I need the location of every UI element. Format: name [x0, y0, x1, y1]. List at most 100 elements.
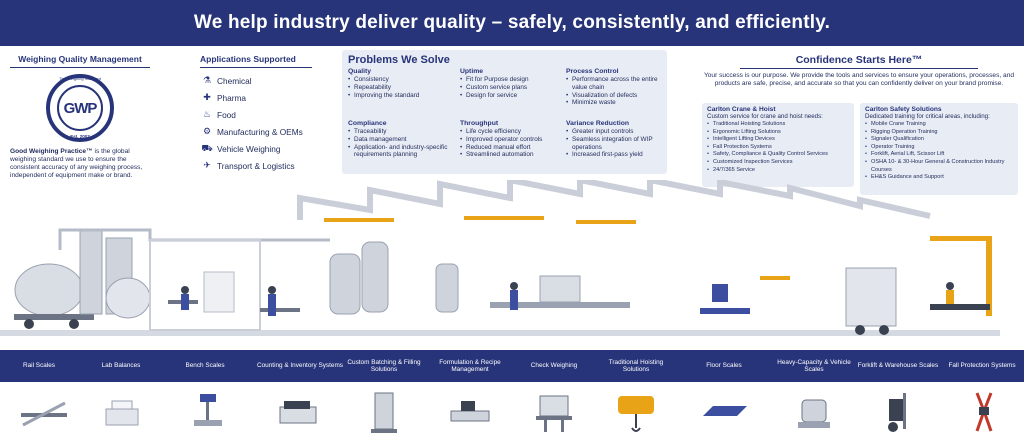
storage-silos	[79, 229, 151, 319]
card-item: Traditional Hoisting Solutions	[707, 121, 849, 129]
harness-image	[952, 386, 1016, 438]
app-label: Manufacturing & OEMs	[217, 126, 303, 137]
group-item: Repeatability	[348, 84, 456, 92]
card-item: EH&S Guidance and Support	[865, 174, 1013, 182]
seal-arc-text: The Weighing Standard	[59, 76, 101, 81]
app-item-manufacturing: ⚙Manufacturing & OEMs	[200, 123, 312, 140]
app-item-food: ♨Food	[200, 106, 312, 123]
card-item: 24/7/365 Service	[707, 167, 849, 175]
hoist-image	[604, 386, 668, 438]
station-heavy-capacity: Heavy-Capacity & Vehicle Scales	[777, 358, 851, 373]
group-item: Greater input controls	[566, 128, 666, 136]
station-bench-scales: Bench Scales	[185, 362, 225, 370]
card-item: Forklift, Aerial Lift, Scissor Lift	[865, 151, 1013, 159]
group-item: Fit for Purpose design	[460, 76, 568, 84]
plane-icon: ✈	[203, 160, 211, 170]
app-label: Pharma	[217, 92, 247, 103]
station-formulation-recipe: Formulation & Recipe Management	[439, 358, 501, 373]
problem-group-process-control: Process Control Performance across the e…	[566, 68, 666, 107]
station-counting-inventory: Counting & Inventory Systems	[257, 362, 343, 370]
card-item: Operator Training	[865, 144, 1013, 152]
group-item: Data management	[348, 136, 456, 144]
problem-group-variance: Variance Reduction Greater input control…	[566, 120, 666, 159]
counting-scale-image	[266, 386, 330, 438]
lab-area	[149, 239, 261, 331]
card-item: Rigging Operation Training	[865, 129, 1013, 137]
checkweigher-image	[522, 386, 586, 438]
group-item: Life cycle efficiency	[460, 128, 568, 136]
app-label: Chemical	[217, 75, 252, 86]
fall-protection-platform	[930, 282, 990, 310]
card-item: Fall Protection Systems	[707, 144, 849, 152]
station-fall-protection: Fall Protection Systems	[948, 362, 1016, 370]
problem-group-quality: Quality ConsistencyRepeatabilityImprovin…	[348, 68, 456, 99]
group-title: Quality	[348, 68, 372, 75]
card-title: Carlton Crane & Hoist	[707, 106, 776, 113]
pill-icon: ✚	[203, 92, 211, 102]
truck-icon: ⛟	[201, 142, 213, 153]
problem-group-uptime: Uptime Fit for Purpose designCustom serv…	[460, 68, 568, 99]
station-floor-scales: Floor Scales	[706, 362, 742, 370]
station-label-bar: Rail Scales Lab Balances Bench Scales Co…	[0, 350, 1024, 382]
group-title: Compliance	[348, 120, 387, 127]
wqm-desc-rest: is the global weighing standard we use t…	[10, 148, 143, 179]
group-item: Improving the standard	[348, 92, 456, 100]
floor-scale-image	[692, 386, 756, 438]
confidence-intro: Your success is our purpose. We provide …	[703, 72, 1015, 87]
group-item: Visualization of defects	[566, 92, 666, 100]
card-item: OSHA 10- & 30-Hour General & Constructio…	[865, 159, 1013, 174]
seal-text: GWP	[63, 99, 98, 117]
group-item: Increased first-pass yield	[566, 151, 666, 159]
card-item: Mobile Crane Training	[865, 121, 1013, 129]
page-title: We help industry deliver quality – safel…	[193, 12, 831, 33]
factory-roof	[297, 180, 931, 220]
header-banner: We help industry deliver quality – safel…	[0, 0, 1024, 46]
group-item: Seamless integration of WIP operations	[566, 136, 666, 152]
problem-group-compliance: Compliance TraceabilityData managementAp…	[348, 120, 456, 159]
group-item: Performance across the entire value chai…	[566, 76, 666, 92]
app-label: Food	[217, 109, 236, 120]
group-item: Streamlined automation	[460, 151, 568, 159]
app-item-transport: ✈ Transport & Logistics	[200, 157, 312, 174]
truck	[845, 267, 897, 335]
group-item: Custom service plans	[460, 84, 568, 92]
station-hoisting: Traditional Hoisting Solutions	[608, 358, 664, 373]
app-item-pharma: ✚ Pharma	[200, 89, 312, 106]
group-item: Design for service	[460, 92, 568, 100]
card-item: Ergonomic Lifting Solutions	[707, 129, 849, 137]
group-item: Consistency	[348, 76, 456, 84]
applications-title: Applications Supported	[200, 54, 312, 68]
group-title: Throughput	[460, 120, 499, 127]
floor-scale-area	[700, 284, 750, 314]
wqm-desc-bold: Good Weighing Practice™	[10, 148, 93, 155]
check-weigh-line	[490, 275, 630, 310]
group-title: Uptime	[460, 68, 484, 75]
bench-scale-image	[176, 386, 240, 438]
app-label: Transport & Logistics	[217, 160, 295, 171]
problems-title: Problems We Solve	[348, 54, 450, 66]
group-item: Application- and industry-specific requi…	[348, 144, 456, 160]
confidence-section: Confidence Starts Here™ Your success is …	[700, 54, 1018, 88]
group-item: Reduced manual effort	[460, 144, 568, 152]
load-cell-image	[782, 386, 846, 438]
wqm-description: Good Weighing Practice™ is the global we…	[10, 148, 150, 180]
formulation-station-image	[438, 386, 502, 438]
group-title: Variance Reduction	[566, 120, 630, 127]
forklift-image	[866, 386, 930, 438]
card-subtitle: Dedicated training for critical areas, i…	[865, 113, 990, 120]
app-label: Vehicle Weighing	[217, 143, 281, 154]
app-item-vehicle: ⛟ Vehicle Weighing	[200, 140, 312, 157]
group-item: Traceability	[348, 128, 456, 136]
card-item: Customized Inspection Services	[707, 159, 849, 167]
factory-illustration	[0, 180, 1000, 336]
rail-scale-image	[12, 386, 76, 438]
card-title: Carlton Safety Solutions	[865, 106, 942, 113]
group-item: Improved operator controls	[460, 136, 568, 144]
station-check-weighing: Check Weighing	[530, 362, 578, 370]
bench-station	[260, 286, 300, 316]
weighing-quality-section: Weighing Quality Management The Weighing…	[10, 54, 150, 180]
group-item: Minimize waste	[566, 99, 666, 107]
gwp-seal-logo: The Weighing Standard GWP Est. 2007	[46, 74, 114, 142]
confidence-title: Confidence Starts Here™	[740, 54, 978, 69]
group-title: Process Control	[566, 68, 619, 75]
